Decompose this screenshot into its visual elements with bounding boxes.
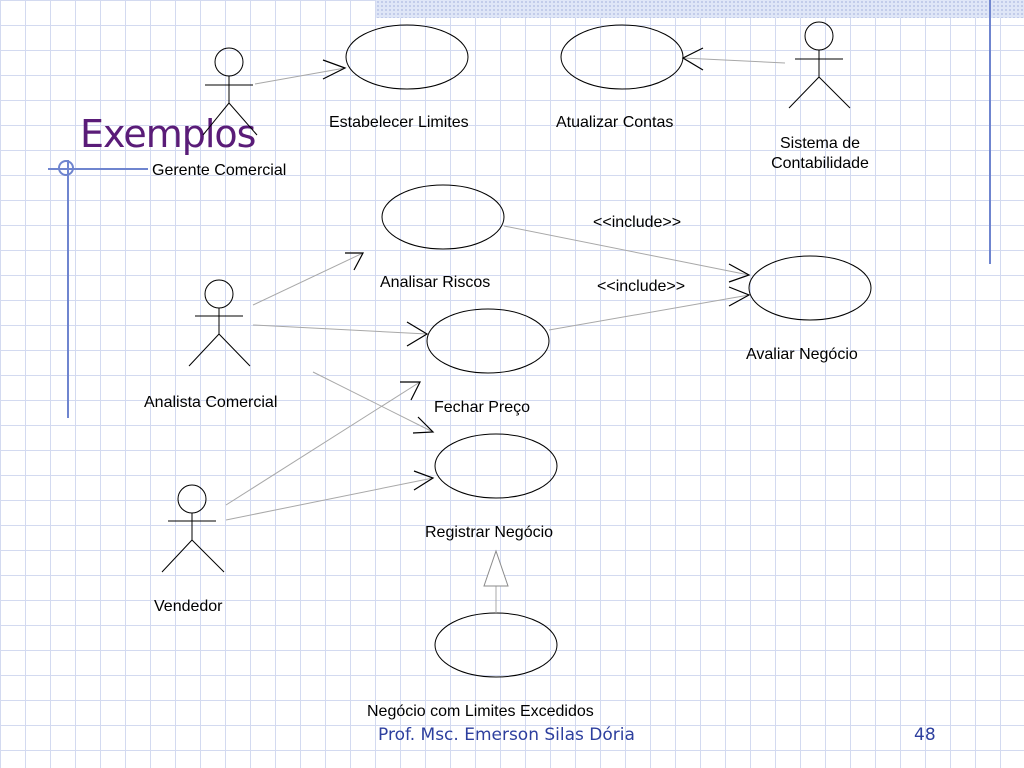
use-case-avaliar-negocio — [748, 255, 872, 321]
use-case-label-atualizar: Atualizar Contas — [556, 114, 674, 131]
actor-label-gerente: Gerente Comercial — [152, 162, 287, 179]
use-case-analisar-riscos — [381, 184, 505, 250]
actor-vendedor — [161, 484, 225, 573]
slide-title: Exemplos — [80, 112, 256, 156]
use-case-registrar-negocio — [434, 433, 558, 499]
actor-gerente-comercial — [202, 47, 258, 136]
use-case-limites-excedidos — [434, 612, 558, 678]
use-case-label-fechar: Fechar Preço — [434, 399, 531, 416]
actor-label-analista: Analista Comercial — [144, 394, 278, 411]
use-case-fechar-preco — [426, 308, 550, 374]
footer-author: Prof. Msc. Emerson Silas Dória — [378, 725, 635, 745]
use-case-label-registrar: Registrar Negócio — [425, 524, 554, 541]
include-label-1: <<include>> — [593, 214, 682, 231]
actor-analista-comercial — [188, 279, 251, 367]
use-case-label-analisar: Analisar Riscos — [380, 274, 491, 291]
footer-page-number: 48 — [914, 725, 936, 745]
right-decoration-line — [989, 0, 991, 264]
use-case-label-limites-excedidos: Negócio com Limites Excedidos — [367, 703, 594, 720]
top-decoration-band — [376, 0, 1024, 18]
generalization-arrow — [483, 549, 509, 587]
use-case-label-estabelecer: Estabelecer Limites — [329, 114, 469, 131]
association-lines — [225, 57, 786, 613]
title-underline — [48, 168, 148, 170]
actor-label-sistema-line2: Contabilidade — [771, 155, 869, 172]
use-case-label-avaliar: Avaliar Negócio — [746, 346, 858, 363]
title-bullet-circle — [58, 160, 74, 176]
arrowheads — [322, 47, 751, 491]
actor-label-vendedor: Vendedor — [154, 598, 223, 615]
actor-label-sistema: Sistema de Contabilidade — [750, 134, 890, 174]
left-decoration-line — [67, 160, 69, 418]
actor-label-sistema-line1: Sistema de — [779, 135, 861, 152]
use-case-atualizar-contas — [560, 24, 684, 90]
use-case-estabelecer-limites — [345, 24, 469, 90]
actor-sistema-contabilidade — [788, 21, 851, 109]
include-label-2: <<include>> — [597, 278, 686, 295]
